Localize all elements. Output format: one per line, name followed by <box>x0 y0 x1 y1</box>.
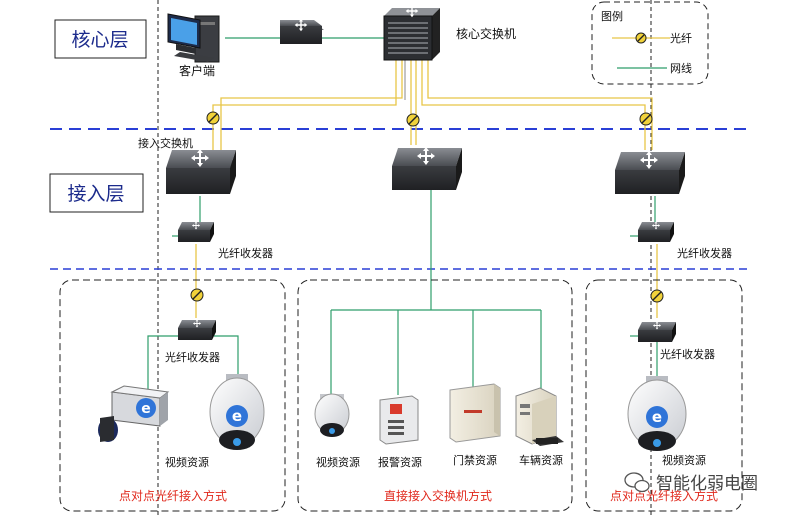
access-switch-icon <box>615 151 685 194</box>
svg-text:e: e <box>141 401 151 417</box>
legend-fiber-connector-icon <box>635 32 647 44</box>
fiber-connector-icon <box>406 113 420 127</box>
fiber-transceiver-icon <box>178 319 216 340</box>
core-switch-icon <box>383 4 440 61</box>
dome-camera-icon: e <box>627 376 687 451</box>
fiber-transceiver-icon <box>172 221 214 242</box>
legend-fiber-label: 光纤 <box>670 31 692 45</box>
fiber-connector-icon <box>639 112 653 126</box>
client-pc-icon <box>167 13 220 63</box>
access-switch-icon <box>166 149 236 194</box>
fiber-links-core <box>212 58 653 150</box>
group-label-middle: 直接接入交换机方式 <box>384 488 492 503</box>
fiber-connector-icon <box>206 111 220 125</box>
dome-camera-icon: e <box>209 374 265 450</box>
alarm-panel-icon <box>379 395 419 445</box>
access-switch-label: 接入交换机 <box>138 136 193 150</box>
core-switch-label: 核心交换机 <box>456 26 516 41</box>
alarm-resource-label: 报警资源 <box>378 455 422 469</box>
legend-title: 图例 <box>601 9 623 23</box>
legend-box <box>591 1 709 85</box>
group-label-left: 点对点光纤接入方式 <box>119 488 227 503</box>
video-resource-label: 视频资源 <box>662 453 706 467</box>
vehicle-resource-label: 车辆资源 <box>519 453 563 467</box>
group-box-left <box>59 279 286 512</box>
access-control-resource-label: 门禁资源 <box>453 453 497 467</box>
lan-switch-icon <box>280 18 324 44</box>
access-layer-box <box>49 173 144 213</box>
core-layer-label: 核心层 <box>71 29 128 51</box>
transceiver-label: 光纤收发器 <box>218 246 273 260</box>
transceiver-label: 光纤收发器 <box>660 347 715 361</box>
cable-links-middle <box>330 190 542 395</box>
cable-links-left <box>147 335 239 390</box>
wechat-icon <box>624 472 650 493</box>
access-control-cabinet-icon <box>449 383 501 443</box>
client-label: 客户端 <box>179 63 215 78</box>
fiber-connector-icon <box>190 288 204 302</box>
fiber-transceiver-icon <box>630 321 676 342</box>
svg-text:e: e <box>232 407 242 425</box>
group-box-right <box>585 279 743 512</box>
access-layer-label: 接入层 <box>67 183 124 205</box>
legend-cable-label: 网线 <box>670 61 692 75</box>
group-label-right: 点对点光纤接入方式 <box>610 488 718 503</box>
svg-text:e: e <box>652 408 662 426</box>
bullet-camera-icon: e <box>98 385 170 442</box>
transceiver-label: 光纤收发器 <box>677 246 732 260</box>
access-switch-icon <box>392 147 462 190</box>
dome-camera-icon <box>314 393 350 437</box>
fiber-transceiver-icon <box>630 221 674 242</box>
vehicle-server-icon <box>515 387 564 446</box>
watermark-text: 智能化弱电圈 <box>656 474 758 494</box>
group-box-middle <box>297 279 573 512</box>
fiber-connector-icon <box>650 289 664 303</box>
video-resource-label: 视频资源 <box>316 455 360 469</box>
video-resource-label: 视频资源 <box>165 455 209 469</box>
transceiver-label: 光纤收发器 <box>165 350 220 364</box>
core-layer-box <box>54 19 147 59</box>
